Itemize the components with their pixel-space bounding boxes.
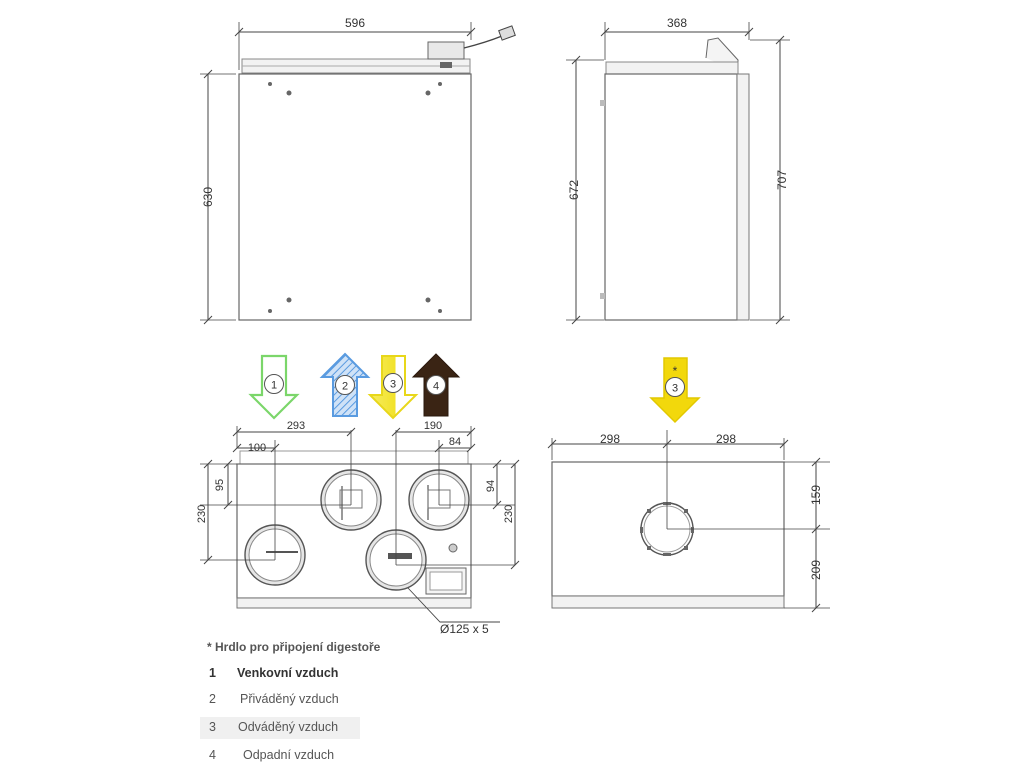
legend-item-label: Venkovní vzduch [237, 666, 339, 680]
legend-item-number: 1 [209, 666, 216, 680]
dim-293: 293 [287, 420, 305, 432]
dim-190: 190 [424, 420, 442, 432]
hood-view [547, 430, 830, 613]
arrow-2-label: 2 [342, 381, 348, 393]
legend-note: * Hrdlo pro připojení digestoře [207, 640, 381, 654]
arrow-hood-extract: * 3 [649, 357, 701, 424]
dim-duct-diameter: Ø125 x 5 [440, 622, 489, 636]
legend-item-4: 4 Odpadní vzduch [200, 745, 360, 767]
legend-item-number: 2 [209, 692, 216, 706]
legend-item-label: Odváděný vzduch [238, 720, 339, 734]
arrow-3-extract-air: 3 [367, 355, 419, 420]
arrow-4-exhaust-air: 4 [411, 353, 461, 417]
front-view [200, 22, 516, 325]
dim-100: 100 [248, 442, 266, 454]
arrow-4-label: 4 [433, 381, 439, 393]
arrow-1-outdoor-air: 1 [248, 354, 300, 420]
dim-84: 84 [449, 436, 461, 448]
hood-arrow-label: 3 [672, 383, 678, 395]
dim-side-body-height: 672 [567, 180, 581, 200]
side-view [566, 22, 790, 325]
dim-side-total-height: 707 [775, 170, 789, 190]
duct-view [200, 426, 520, 623]
legend-item-label: Odpadní vzduch [243, 748, 335, 762]
legend-item-1: 1 Venkovní vzduch [200, 663, 360, 685]
arrow-1-label: 1 [271, 380, 277, 392]
arrow-3-label: 3 [390, 379, 396, 391]
dim-230-left: 230 [196, 505, 208, 523]
legend-item-number: 3 [209, 720, 216, 734]
legend-item-number: 4 [209, 748, 216, 762]
dim-298-right: 298 [716, 432, 736, 446]
dim-230-right: 230 [503, 505, 515, 523]
dim-159: 159 [809, 485, 823, 505]
arrow-2-supply-air: 2 [319, 352, 371, 417]
legend-item-label: Přiváděný vzduch [240, 692, 339, 706]
dim-front-height: 630 [201, 187, 215, 207]
legend-item-3: 3 Odváděný vzduch [200, 717, 360, 739]
dim-298-left: 298 [600, 432, 620, 446]
dim-209: 209 [809, 560, 823, 580]
dim-front-width: 596 [345, 16, 365, 30]
hood-arrow-star: * [673, 364, 678, 378]
dim-94: 94 [485, 480, 497, 492]
dim-95: 95 [214, 479, 226, 491]
legend-item-2: 2 Přiváděný vzduch [200, 689, 360, 711]
dim-side-width: 368 [667, 16, 687, 30]
